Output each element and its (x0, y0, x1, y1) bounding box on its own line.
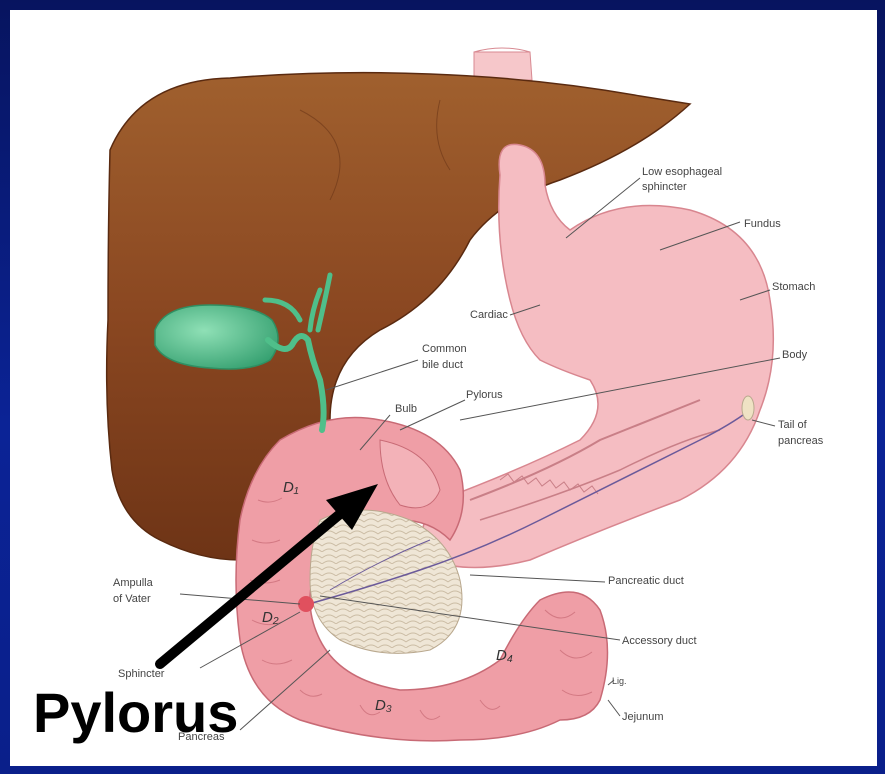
label-common-bile-duct-1: Common (422, 343, 467, 355)
label-ampulla-1: Ampulla (113, 577, 154, 589)
label-sphincter: Sphincter (118, 668, 165, 680)
label-cardiac: Cardiac (470, 309, 508, 321)
label-pylorus-small: Pylorus (466, 389, 503, 401)
label-body: Body (782, 349, 808, 361)
tail-of-pancreas (742, 396, 754, 420)
gallbladder (155, 305, 278, 369)
label-d2: D₂ (262, 609, 279, 626)
esophagus (474, 52, 532, 80)
label-d1: D₁ (283, 479, 299, 496)
label-lig: Lig. (612, 676, 627, 686)
label-stomach: Stomach (772, 281, 815, 293)
pylorus-callout: Pylorus (33, 681, 238, 744)
label-lower-esophageal-sphincter-1: Low esophageal (642, 166, 722, 178)
label-jejunum: Jejunum (622, 711, 664, 723)
label-pancreatic-duct: Pancreatic duct (608, 575, 684, 587)
label-tail-of-pancreas-1: Tail of (778, 419, 808, 431)
label-ampulla-2: of Vater (113, 593, 151, 605)
label-tail-of-pancreas-2: pancreas (778, 435, 824, 447)
label-bulb: Bulb (395, 403, 417, 415)
label-d3: D₃ (375, 697, 392, 714)
label-d4: D₄ (496, 647, 513, 664)
label-fundus: Fundus (744, 218, 781, 230)
label-accessory-duct: Accessory duct (622, 635, 697, 647)
label-lower-esophageal-sphincter-2: sphincter (642, 181, 687, 193)
ampulla-of-vater (298, 596, 314, 612)
label-common-bile-duct-2: bile duct (422, 359, 463, 371)
